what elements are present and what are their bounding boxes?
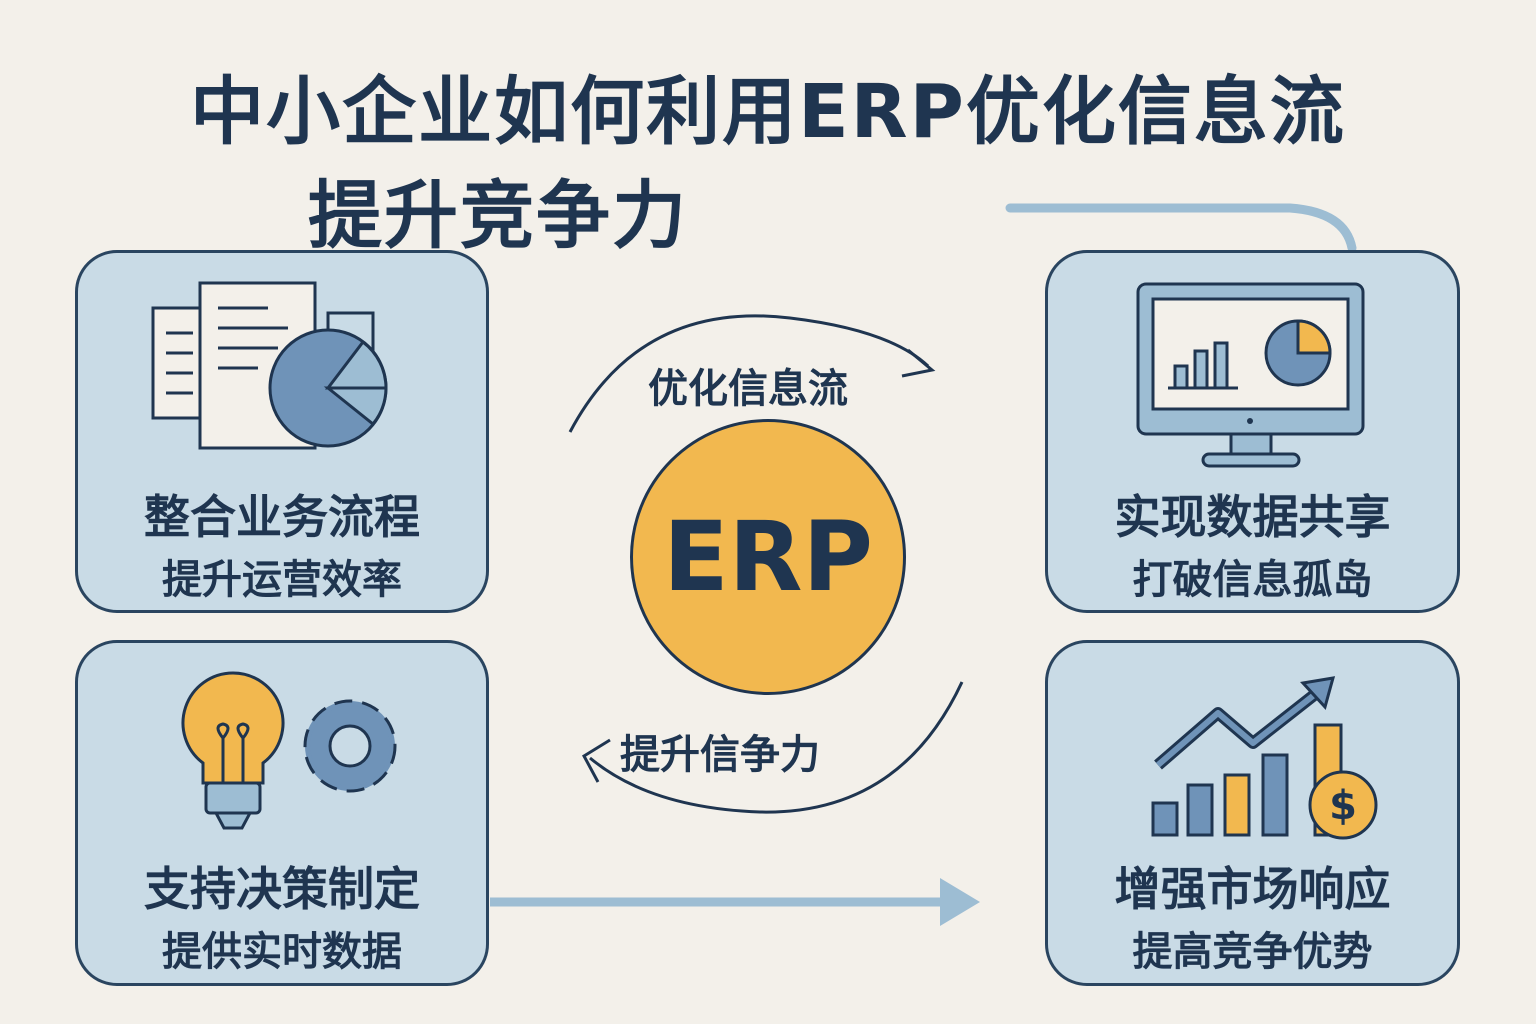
bottom-connector-arrowhead [940, 878, 980, 926]
card-title: 实现数据共享 [1114, 490, 1391, 544]
card-market-response: $ 增强市场响应 提高竞争优势 [1045, 640, 1460, 986]
top-arc-arrow [568, 314, 930, 433]
lightbulb-gear-icon [181, 671, 397, 830]
bottom-arrow-label: 提升信争力 [620, 732, 820, 778]
card-integrate-processes: 整合业务流程 提升运营效率 [75, 250, 489, 613]
top-arc-arrowhead [901, 348, 936, 378]
card-subtitle: 提供实时数据 [162, 929, 402, 975]
erp-circle: ERP [630, 419, 906, 695]
page-title-line1: 中小企业如何利用ERP优化信息流 [190, 69, 1346, 155]
top-arrow-label: 优化信息流 [648, 366, 848, 412]
documents-pie-chart-icon [151, 281, 388, 450]
monitor-chart-icon [1136, 282, 1365, 468]
card-subtitle: 提升运营效率 [162, 557, 402, 603]
card-subtitle: 打破信息孤岛 [1132, 557, 1373, 603]
card-title: 增强市场响应 [1114, 862, 1391, 916]
dollar-icon [1308, 770, 1378, 840]
card-title: 整合业务流程 [144, 490, 420, 544]
card-data-sharing: 实现数据共享 打破信息孤岛 [1045, 250, 1460, 613]
card-decision-support: 支持决策制定 提供实时数据 [75, 640, 489, 986]
bottom-arc-arrow [589, 681, 964, 814]
svg-text:$: $ [1329, 783, 1357, 829]
card-subtitle: 提高竞争优势 [1132, 929, 1373, 975]
top-connector [1005, 203, 1357, 253]
page-title-line2: 提升竞争力 [308, 173, 688, 259]
bottom-arc-arrowhead [582, 738, 611, 783]
gear-icon [303, 699, 397, 793]
growth-chart-dollar-icon: $ [1151, 676, 1378, 840]
card-title: 支持决策制定 [144, 862, 420, 916]
